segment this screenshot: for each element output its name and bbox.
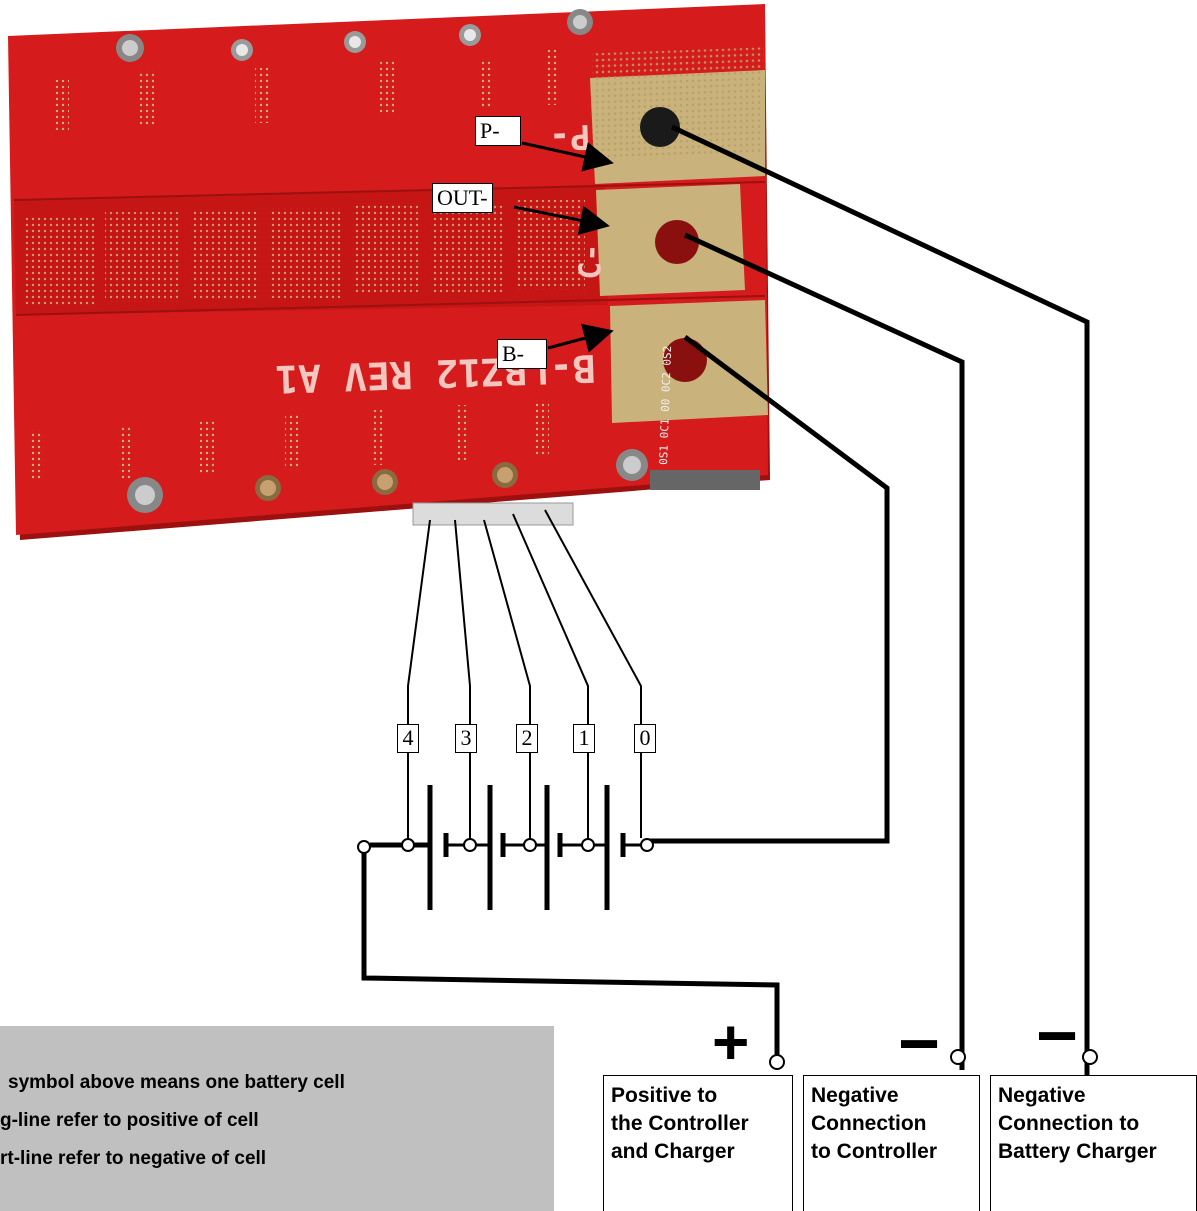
pcb-board: B-LBZ12 REV A1 P- C- 0S1 0C1 00 0C2 0S2 xyxy=(8,4,770,540)
terminal-positive-line3: and Charger xyxy=(611,1140,735,1163)
legend-line-1: symbol above means one battery cell xyxy=(8,1072,345,1093)
cell-tap-1: 1 xyxy=(573,724,595,753)
cell-tap-4: 4 xyxy=(397,724,419,753)
terminal-positive-line1: Positive to xyxy=(611,1084,718,1107)
battery-cells xyxy=(427,785,648,910)
terminal-neg-ctrl-line2: Connection xyxy=(811,1112,927,1135)
terminal-negative-charger: Negative Connection to Battery Charger xyxy=(990,1075,1197,1211)
main-wires xyxy=(361,124,1090,1078)
terminal-neg-chg-line2: Connection to xyxy=(998,1112,1140,1135)
legend-line-3: rt-line refer to negative of cell xyxy=(0,1148,267,1169)
negative-sign-charger: − xyxy=(1036,996,1079,1076)
label-p-minus: P- xyxy=(475,116,521,146)
legend-line-2: g-line refer to positive of cell xyxy=(0,1110,259,1131)
cell-tap-3: 3 xyxy=(455,724,477,753)
pcb-silkscreen-c: C- xyxy=(573,243,609,280)
terminal-neg-ctrl-line3: to Controller xyxy=(811,1140,937,1163)
cell-tap-0: 0 xyxy=(634,724,656,753)
positive-sign: + xyxy=(712,1006,750,1078)
terminal-negative-controller: Negative Connection to Controller xyxy=(803,1075,980,1211)
label-out-minus: OUT- xyxy=(432,183,493,213)
pcb-pin-labels: 0S1 0C1 00 0C2 0S2 xyxy=(657,346,674,466)
label-b-minus: B- xyxy=(497,339,547,369)
cell-tap-2: 2 xyxy=(516,724,538,753)
terminal-positive-line2: the Controller xyxy=(611,1112,749,1135)
pad-arrows xyxy=(513,141,614,353)
terminal-positive: Positive to the Controller and Charger xyxy=(603,1075,793,1211)
terminal-neg-ctrl-line1: Negative xyxy=(811,1084,899,1107)
negative-sign-controller: − xyxy=(898,1004,941,1084)
terminal-neg-chg-line3: Battery Charger xyxy=(998,1140,1157,1163)
terminal-neg-chg-line1: Negative xyxy=(998,1084,1086,1107)
legend-box: symbol above means one battery cell g-li… xyxy=(0,1026,554,1211)
balance-wires xyxy=(407,509,642,838)
junction-nodes xyxy=(357,838,1098,1070)
